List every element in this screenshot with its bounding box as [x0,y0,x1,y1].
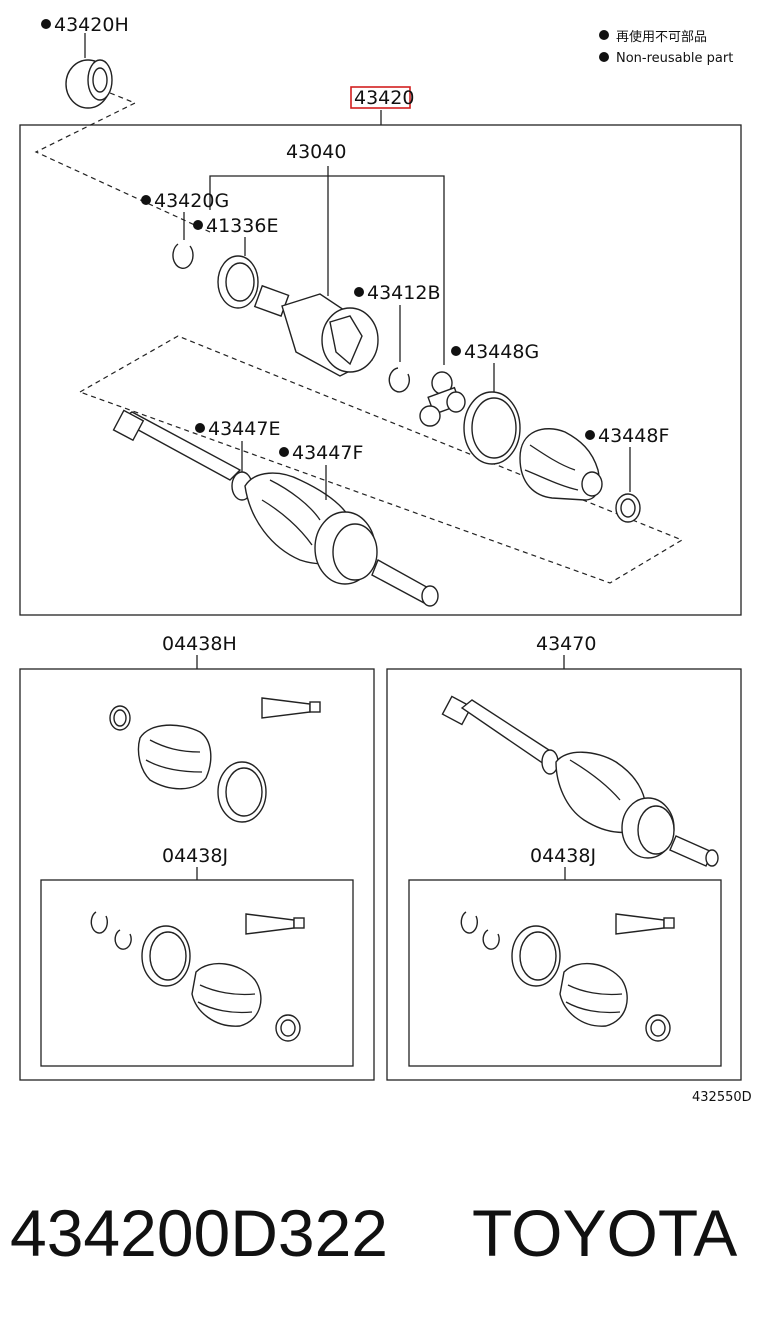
non-reusable-dot-icon [141,195,151,205]
non-reusable-dot-icon [599,30,609,40]
boot-kit-04438J-left [90,911,305,1042]
figure-code: 432550D [692,1090,752,1105]
non-reusable-dot-icon [193,220,203,230]
joint-housing-icon [253,284,379,377]
snap-ring-icon [388,367,410,393]
boot-icon [559,962,628,1027]
label-43412B: 43412B [367,282,440,304]
guide-dashed [34,92,211,233]
label-43447F: 43447F [292,442,363,464]
label-04438J-left: 04438J [162,845,228,867]
label-43420: 43420 [354,87,414,109]
kit-frame-04438J-left [40,879,354,1067]
non-reusable-dot-icon [279,447,289,457]
grease-tube-icon [245,913,305,935]
non-reusable-dot-icon [599,52,609,62]
tripod-icon [419,371,466,427]
footer-brand: TOYOTA [472,1196,737,1270]
label-43448F: 43448F [598,425,669,447]
snap-ring-icon [482,929,500,950]
label-43040: 43040 [286,141,346,163]
footer-part-number: 434200D322 [10,1196,388,1270]
shaft-frame-43470 [386,668,742,1081]
drive-shaft-icon [112,409,439,607]
non-reusable-dot-icon [41,19,51,29]
label-43470: 43470 [536,633,596,655]
boot-icon [519,428,603,501]
guide-dashed-box [78,335,684,584]
label-43448G: 43448G [464,341,539,363]
snap-ring-icon [90,911,108,934]
part-43420H[interactable]: 43420H [41,14,129,109]
snap-ring-icon [460,911,478,934]
snap-ring-icon [172,243,194,269]
grease-tube-icon [615,913,675,935]
label-43447E: 43447E [208,418,280,440]
grease-tube-icon [261,697,321,719]
label-04438J-right: 04438J [530,845,596,867]
boot-icon [191,962,262,1027]
non-reusable-dot-icon [354,287,364,297]
label-41336E: 41336E [206,215,278,237]
boot-kit-04438J-right [460,911,675,1042]
label-43420H: 43420H [54,14,129,36]
drive-shaft-43470-icon [441,695,719,867]
boot-icon [137,724,212,790]
assembly-frame-43420 [19,124,742,616]
kit-frame-04438H [19,668,375,1081]
legend: 再使用不可部品 Non-reusable part [599,29,733,66]
seal-icon [65,59,113,109]
label-43420G: 43420G [154,190,229,212]
label-04438H: 04438H [162,633,237,655]
non-reusable-dot-icon [585,430,595,440]
non-reusable-dot-icon [195,423,205,433]
boot-kit-04438H [109,697,321,823]
non-reusable-dot-icon [451,346,461,356]
legend-jp: 再使用不可部品 [616,29,707,45]
kit-frame-04438J-right [408,879,722,1067]
legend-en: Non-reusable part [616,51,733,66]
highlight-box [350,86,411,109]
snap-ring-icon [114,929,132,950]
